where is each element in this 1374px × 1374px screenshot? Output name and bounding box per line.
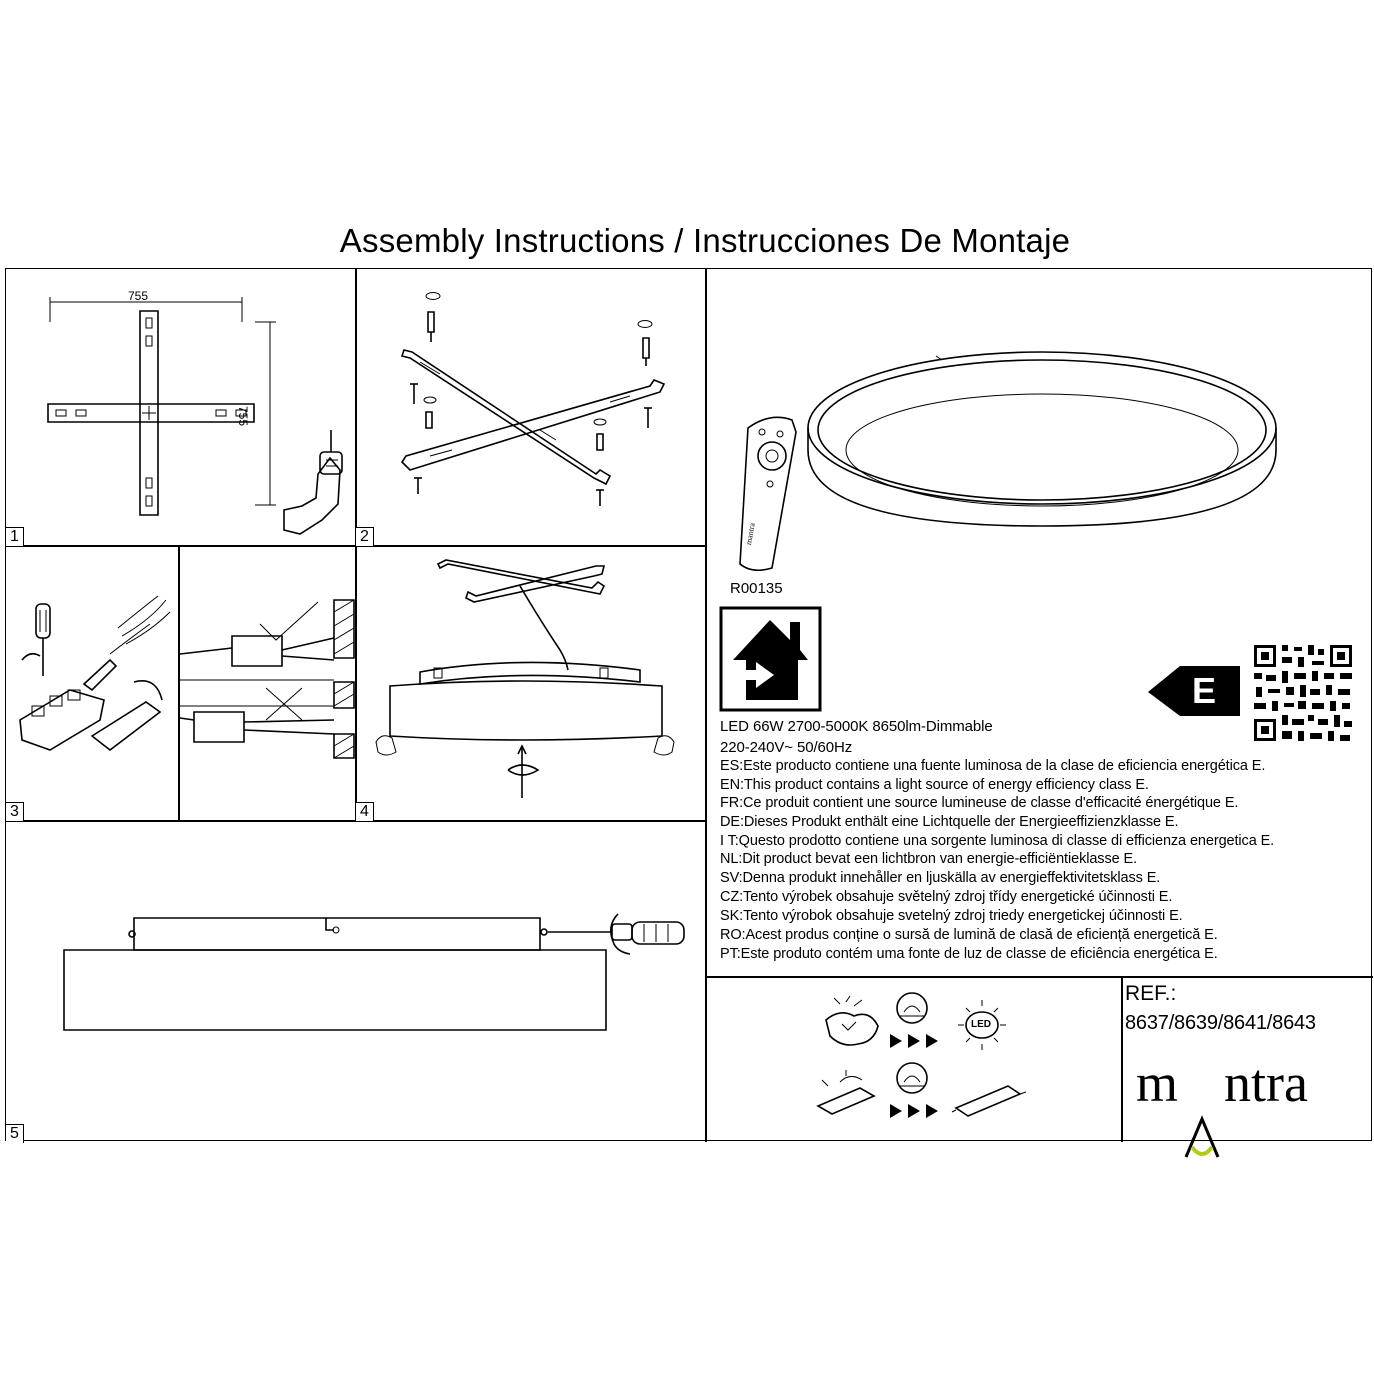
energy-statement: EN:This product contains a light source … bbox=[720, 777, 1149, 793]
led-icon-label: LED bbox=[971, 1019, 991, 1030]
step-number: 1 bbox=[6, 527, 24, 546]
qr-code-icon bbox=[1252, 643, 1354, 743]
energy-statement: FR:Ce produit contient une source lumine… bbox=[720, 795, 1239, 811]
divider bbox=[705, 976, 1373, 978]
reference-label: REF.: bbox=[1125, 982, 1177, 1005]
energy-class-label: E bbox=[1192, 670, 1217, 711]
divider bbox=[705, 269, 707, 1142]
reference-codes: 8637/8639/8641/8643 bbox=[1125, 1012, 1316, 1034]
energy-statement: DE:Dieses Produkt enthält eine Lichtquel… bbox=[720, 814, 1179, 830]
energy-statement: SV:Denna produkt innehåller en ljuskälla… bbox=[720, 870, 1161, 886]
width-dimension: 755 bbox=[128, 289, 149, 303]
brand-logo-part: ntra bbox=[1224, 1053, 1308, 1113]
page-title: Assembly Instructions / Instrucciones De… bbox=[339, 222, 1071, 259]
energy-statement: I T:Questo prodotto contiene una sorgent… bbox=[720, 833, 1275, 849]
energy-statement: PT:Este produto contém uma fonte de luz … bbox=[720, 946, 1218, 962]
step-number: 3 bbox=[6, 802, 24, 821]
brand-logo-part: m bbox=[1136, 1053, 1179, 1113]
energy-statement: SK:Tento výrobok obsahuje svetelný zdroj… bbox=[720, 908, 1183, 924]
divider bbox=[178, 545, 180, 821]
step-number: 2 bbox=[356, 527, 374, 546]
energy-statement: ES:Este producto contiene una fuente lum… bbox=[720, 758, 1266, 774]
spec-line: LED 66W 2700-5000K 8650lm-Dimmable bbox=[720, 718, 993, 735]
spec-line: 220-240V~ 50/60Hz bbox=[720, 739, 853, 756]
energy-statement: NL:Dit product bevat een lichtbron van e… bbox=[720, 851, 1137, 867]
energy-statement: RO:Acest produs conține o sursă de lumin… bbox=[720, 927, 1218, 943]
energy-statement: CZ:Tento výrobek obsahuje světelný zdroj… bbox=[720, 889, 1173, 905]
instruction-sheet: 1 2 3 4 5 bbox=[5, 268, 1373, 1143]
brand-accent-mark bbox=[1182, 1113, 1222, 1161]
divider bbox=[1121, 976, 1123, 1142]
remote-model: R00135 bbox=[730, 580, 783, 597]
step-number: 5 bbox=[6, 1124, 24, 1143]
step-number: 4 bbox=[356, 802, 374, 821]
